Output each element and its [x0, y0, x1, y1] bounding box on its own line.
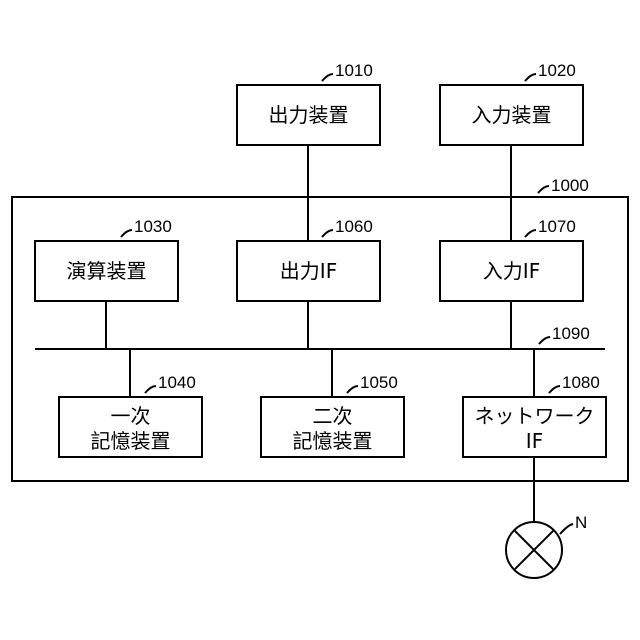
arithmetic-unit-label: 演算装置 [67, 259, 147, 283]
output-device-ref-leader [322, 74, 333, 81]
output-device-ref: 1010 [335, 61, 373, 80]
output-device-label: 出力装置 [269, 103, 349, 127]
output-if-ref: 1060 [335, 217, 373, 236]
input-device-label: 入力装置 [472, 103, 552, 127]
network-ref: N [575, 513, 587, 532]
primary-storage-label-line1: 一次 [111, 404, 151, 428]
output-if-label: 出力IF [280, 259, 337, 283]
network-if-label-line2: IF [526, 429, 543, 453]
network-if-label-line1: ネットワーク [475, 404, 595, 428]
computer-ref-leader [538, 186, 549, 193]
input-if-ref: 1070 [538, 217, 576, 236]
input-if-label: 入力IF [483, 259, 540, 283]
secondary-storage-label-line1: 二次 [313, 404, 353, 428]
bus-ref: 1090 [552, 324, 590, 343]
network-circle-x-icon [506, 522, 562, 578]
input-device-ref-leader [525, 74, 536, 81]
network-ref-leader [560, 524, 573, 534]
primary-storage-label-line2: 記憶装置 [91, 429, 171, 453]
arithmetic-unit-ref: 1030 [134, 217, 172, 236]
network-if-ref: 1080 [562, 373, 600, 392]
secondary-storage-ref: 1050 [360, 373, 398, 392]
computer-ref: 1000 [551, 176, 589, 195]
secondary-storage-label-line2: 記憶装置 [293, 429, 373, 453]
input-device-ref: 1020 [538, 61, 576, 80]
primary-storage-ref: 1040 [158, 373, 196, 392]
